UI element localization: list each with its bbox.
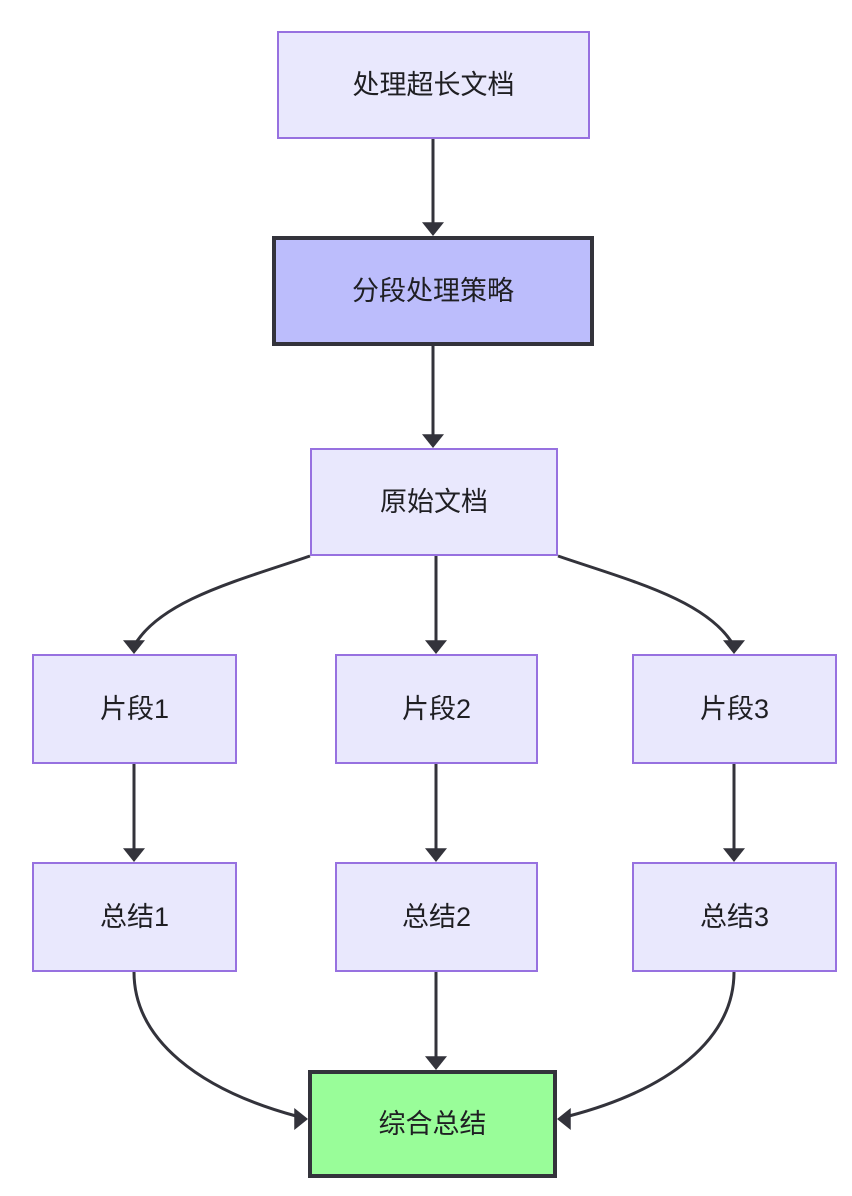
flow-node-label: 片段3	[699, 693, 770, 724]
flow-node-label: 总结1	[99, 901, 170, 932]
edge-line	[132, 971, 297, 1118]
edge-summary3-to-final	[557, 971, 736, 1130]
arrowhead-icon	[123, 640, 145, 654]
flow-node-label: 片段1	[99, 693, 170, 724]
flow-node-label: 总结3	[699, 901, 770, 932]
edge-process-to-strategy	[422, 139, 444, 236]
edge-chunk1-to-summary1	[123, 764, 145, 862]
edge-source-to-chunk2	[425, 556, 447, 654]
flow-node-n7[interactable]: 总结1	[32, 862, 237, 972]
arrowhead-icon	[123, 848, 145, 862]
flow-node-n9[interactable]: 总结3	[632, 862, 837, 972]
flow-node-label: 原始文档	[380, 486, 488, 517]
edge-source-to-chunk1	[123, 554, 311, 654]
flow-node-label: 片段2	[401, 693, 472, 724]
edge-strategy-to-source	[422, 346, 444, 448]
edge-line	[132, 554, 311, 647]
flow-node-n4[interactable]: 片段1	[32, 654, 237, 764]
arrowhead-icon	[723, 640, 745, 654]
flow-node-n8[interactable]: 总结2	[335, 862, 538, 972]
flow-node-n6[interactable]: 片段3	[632, 654, 837, 764]
edge-summary2-to-final	[425, 972, 447, 1070]
arrowhead-icon	[425, 848, 447, 862]
arrowhead-icon	[723, 848, 745, 862]
edge-chunk3-to-summary3	[723, 764, 745, 862]
flow-node-label: 综合总结	[378, 1108, 487, 1139]
arrowhead-icon	[422, 434, 444, 448]
arrowhead-icon	[422, 222, 444, 236]
flow-node-n10[interactable]: 综合总结	[308, 1070, 557, 1178]
edge-source-to-chunk3	[557, 554, 745, 654]
edge-summary1-to-final	[132, 971, 308, 1130]
flow-node-label: 处理超长文档	[352, 69, 515, 100]
flow-node-n2[interactable]: 分段处理策略	[272, 236, 594, 346]
arrowhead-icon	[294, 1108, 308, 1130]
arrowhead-icon	[557, 1108, 571, 1130]
arrowhead-icon	[425, 1056, 447, 1070]
arrowhead-icon	[425, 640, 447, 654]
flow-node-label: 总结2	[401, 901, 472, 932]
edge-chunk2-to-summary2	[425, 764, 447, 862]
edge-line	[568, 971, 736, 1118]
flow-node-n3[interactable]: 原始文档	[310, 448, 558, 556]
flow-node-label: 分段处理策略	[352, 275, 514, 306]
flow-node-n1[interactable]: 处理超长文档	[277, 31, 590, 139]
edge-line	[557, 554, 736, 647]
flow-node-n5[interactable]: 片段2	[335, 654, 538, 764]
